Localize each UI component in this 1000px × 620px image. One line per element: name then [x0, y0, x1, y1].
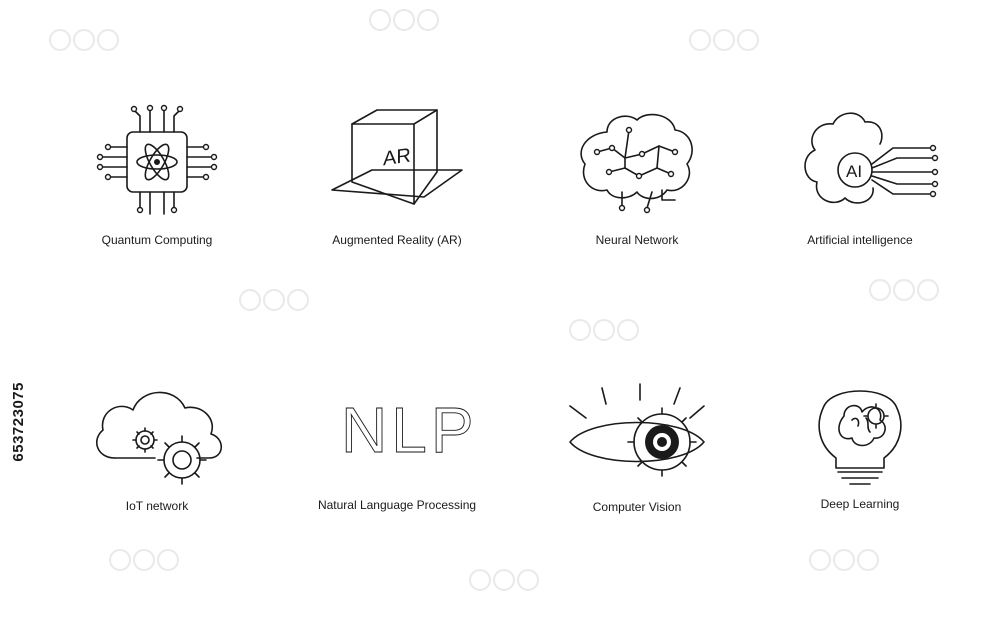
neural-brain-icon: [580, 113, 693, 214]
label-iot-network: IoT network: [125, 499, 189, 513]
tile-quantum-computing: Quantum Computing: [57, 102, 257, 247]
eye-gear-icon: [569, 383, 705, 477]
label-nlp: Natural Language Processing: [317, 498, 477, 512]
label-deep-learning: Deep Learning: [820, 497, 900, 511]
label-quantum-computing: Quantum Computing: [101, 233, 213, 247]
gear-small-icon: [132, 427, 158, 453]
quantum-chip-icon: [96, 104, 218, 215]
tile-augmented-reality: AR Augmented Reality (AR): [297, 102, 497, 247]
nlp-glyph: NLP: [341, 394, 478, 466]
label-computer-vision: Computer Vision: [592, 500, 682, 514]
tile-neural-network: Neural Network: [537, 102, 737, 247]
ar-cube-glyph: AR: [383, 145, 411, 171]
eye-gear-cog: [627, 407, 697, 477]
tile-computer-vision: Computer Vision: [537, 382, 737, 514]
ai-brain-glyph: AI: [846, 162, 862, 181]
lightbulb-brain-icon: [818, 390, 902, 485]
tile-nlp: NLP Natural Language Processing: [297, 392, 497, 512]
tile-artificial-intelligence: AI Artificial intelligence: [760, 102, 960, 247]
label-neural-network: Neural Network: [595, 233, 679, 247]
nlp-text-icon: NLP: [341, 394, 478, 467]
cloud-gears-icon: [95, 391, 223, 485]
label-artificial-intelligence: Artificial intelligence: [807, 233, 913, 247]
tile-deep-learning: Deep Learning: [760, 376, 960, 511]
ai-brain-icon: AI: [804, 112, 939, 204]
tile-iot-network: IoT network: [57, 378, 257, 513]
stock-id: 653723075: [10, 382, 27, 462]
label-augmented-reality: Augmented Reality (AR): [332, 233, 462, 247]
gear-large-icon: [157, 435, 207, 485]
ar-cube-icon: AR: [331, 109, 463, 205]
